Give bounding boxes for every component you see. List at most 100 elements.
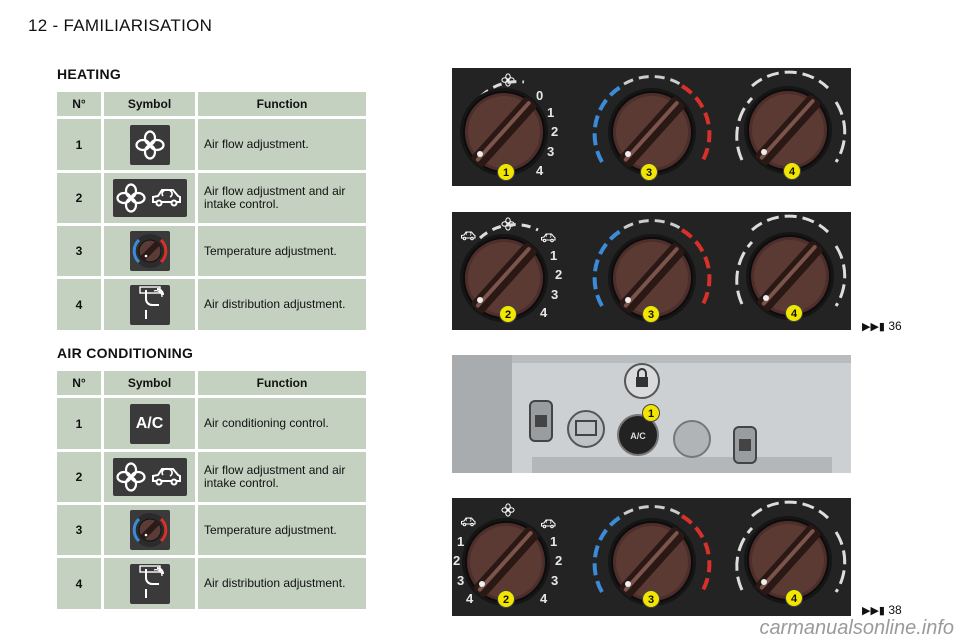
- function-cell: Air distribution adjustment.: [198, 558, 366, 609]
- symbol-cell: [104, 505, 195, 555]
- column-header-number: N°: [57, 371, 101, 395]
- fan-scale-label: 1: [550, 248, 557, 263]
- svg-text:2: 2: [503, 594, 509, 606]
- symbol-cell: [104, 558, 195, 609]
- symbol-cell: [104, 226, 195, 276]
- watermark: carmanualsonline.info: [759, 617, 954, 639]
- temperature-dial-icon: [129, 231, 170, 271]
- svg-text:1: 1: [648, 408, 654, 420]
- row-number: 4: [57, 558, 101, 609]
- fan-scale-label: 1: [547, 105, 554, 120]
- page-header: 12 - FAMILIARISATION: [28, 16, 213, 35]
- air-distribution-icon: [129, 284, 170, 325]
- svg-text:3: 3: [648, 594, 654, 606]
- symbol-cell: [104, 279, 195, 330]
- badge-4: 4: [785, 589, 803, 607]
- fast-forward-icon: ▶▶▮: [862, 321, 885, 333]
- fan-scale-label: 1: [457, 534, 464, 549]
- air-conditioning-title: AIR CONDITIONING: [57, 345, 194, 361]
- svg-text:2: 2: [505, 309, 511, 321]
- function-cell: Air flow adjustment and air intake contr…: [198, 173, 366, 223]
- badge-1: 1: [497, 163, 515, 181]
- page-reference-number: 36: [888, 319, 902, 333]
- fan-scale-label: 1: [550, 534, 557, 549]
- column-header-symbol: Symbol: [104, 92, 195, 116]
- fan-scale-label: 4: [540, 305, 548, 320]
- seat-button: [733, 426, 757, 464]
- function-cell: Air conditioning control.: [198, 398, 366, 449]
- rear-demist-button: [567, 410, 605, 448]
- table-row: 4 Air distribution adjustment.: [57, 558, 366, 609]
- row-number: 4: [57, 279, 101, 330]
- fan-knob: [459, 87, 549, 177]
- column-header-symbol: Symbol: [104, 371, 195, 395]
- fan-scale-label: 3: [551, 287, 558, 302]
- svg-text:4: 4: [791, 308, 798, 320]
- badge-3: 3: [642, 590, 660, 608]
- svg-text:1: 1: [503, 167, 509, 179]
- badge-2: 2: [499, 305, 517, 323]
- badge-3: 3: [640, 163, 658, 181]
- svg-text:4: 4: [789, 166, 796, 178]
- heating-title: HEATING: [57, 66, 122, 82]
- svg-text:4: 4: [791, 593, 798, 605]
- function-cell: Temperature adjustment.: [198, 505, 366, 555]
- row-number: 2: [57, 452, 101, 502]
- row-number: 1: [57, 119, 101, 170]
- table-row: 1 Air flow adjustment.: [57, 119, 366, 170]
- control-panel-photo-2: 1 2 3 4 2 3 4: [452, 212, 851, 330]
- temperature-dial-icon: [129, 510, 170, 550]
- ac-console-photo: A/C 1: [452, 355, 851, 473]
- symbol-cell: A/C: [104, 398, 195, 449]
- page-reference-air-conditioning[interactable]: ▶▶▮ 38: [862, 603, 902, 617]
- fan-scale-label: 2: [551, 124, 558, 139]
- column-header-function: Function: [198, 371, 366, 395]
- fan-scale-label: 0: [536, 88, 543, 103]
- function-cell: Temperature adjustment.: [198, 226, 366, 276]
- table-row: 2 Air flow adjustment and air intake con…: [57, 452, 366, 502]
- ac-button: A/C: [617, 414, 659, 456]
- table-row: 3 Temperature adjustment.: [57, 505, 366, 555]
- control-panel-photo-1: 0 1 2 3 4 1 3 4: [452, 68, 851, 186]
- recirculation-button: [529, 400, 553, 442]
- ac-icon: A/C: [129, 403, 170, 444]
- table-row: 2 Air flow adjustment and air intake con…: [57, 173, 366, 223]
- page-reference-heating[interactable]: ▶▶▮ 36: [862, 319, 902, 333]
- symbol-cell: [104, 452, 195, 502]
- table-row: 3 Temperature adjustment.: [57, 226, 366, 276]
- badge-1: 1: [642, 404, 660, 422]
- fan-recirculation-icon: [112, 458, 187, 496]
- page-reference-number: 38: [888, 603, 902, 617]
- function-cell: Air flow adjustment.: [198, 119, 366, 170]
- fan-icon: [129, 124, 170, 165]
- row-number: 3: [57, 226, 101, 276]
- table-row: 1 A/C Air conditioning control.: [57, 398, 366, 449]
- fan-scale-label: 3: [551, 573, 558, 588]
- svg-text:A/C: A/C: [630, 431, 646, 441]
- air-distribution-icon: [129, 563, 170, 604]
- fan-scale-label: 4: [540, 591, 548, 606]
- heating-table: N° Symbol Function 1 Air flow adjustment…: [54, 89, 369, 333]
- fan-scale-label: 3: [457, 573, 464, 588]
- fan-scale-label: 2: [555, 267, 562, 282]
- air-conditioning-table: N° Symbol Function 1 A/C Air conditionin…: [54, 368, 369, 612]
- table-row: 4 Air distribution adjustment.: [57, 279, 366, 330]
- air-distribution-knob: [743, 85, 833, 175]
- air-distribution-knob: [743, 515, 833, 605]
- row-number: 3: [57, 505, 101, 555]
- blank-button: [673, 420, 711, 458]
- fan-recirculation-icon: [112, 179, 187, 217]
- function-cell: Air flow adjustment and air intake contr…: [198, 452, 366, 502]
- row-number: 2: [57, 173, 101, 223]
- fast-forward-icon: ▶▶▮: [862, 605, 885, 617]
- badge-4: 4: [783, 162, 801, 180]
- control-panel-photo-4: 1 2 3 4 1 2 3 4 2 3 4: [452, 498, 851, 616]
- badge-4: 4: [785, 304, 803, 322]
- symbol-cell: [104, 119, 195, 170]
- symbol-cell: [104, 173, 195, 223]
- svg-text:3: 3: [646, 167, 652, 179]
- fan-scale-label: 3: [547, 144, 554, 159]
- function-cell: Air distribution adjustment.: [198, 279, 366, 330]
- fan-scale-label: 4: [536, 163, 544, 178]
- row-number: 1: [57, 398, 101, 449]
